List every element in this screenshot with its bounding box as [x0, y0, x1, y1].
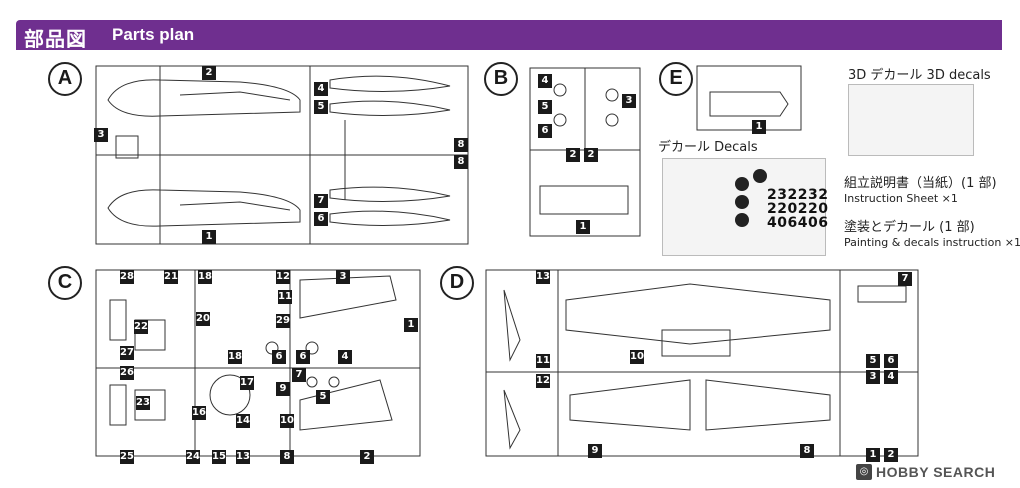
fuselage-top — [107, 79, 301, 117]
part-number: 3 — [866, 370, 880, 384]
part-number: 1 — [576, 220, 590, 234]
watermark-text: HOBBY SEARCH — [876, 464, 996, 480]
sprue-e-frame — [696, 65, 802, 131]
roundel-icon — [735, 195, 749, 209]
section-a-label: A — [48, 62, 82, 96]
decal-label: デカール Decals — [658, 140, 758, 155]
parts-plan-header: 部品図 Parts plan — [16, 20, 1002, 51]
part-number: 27 — [120, 346, 134, 360]
part-number: 18 — [228, 350, 242, 364]
part-number: 26 — [120, 366, 134, 380]
part-number: 2 — [584, 148, 598, 162]
part-number: 6 — [538, 124, 552, 138]
part-number: 4 — [538, 74, 552, 88]
part-number: 14 — [236, 414, 250, 428]
wing-upper — [565, 283, 831, 345]
part-number: 7 — [292, 368, 306, 382]
decal-sheet: 232232 220220 406406 — [662, 158, 829, 256]
title-en: Parts plan — [112, 25, 195, 44]
part-number: 20 — [196, 312, 210, 326]
part-number: 6 — [314, 212, 328, 226]
part-number: 1 — [866, 448, 880, 462]
part-number: 22 — [134, 320, 148, 334]
part-number: 5 — [316, 390, 330, 404]
part-number: 3 — [622, 94, 636, 108]
title-jp: 部品図 — [24, 27, 87, 51]
part-number: 25 — [120, 450, 134, 464]
part-number: 15 — [212, 450, 226, 464]
part-number: 7 — [898, 272, 912, 286]
part-number: 6 — [272, 350, 286, 364]
part-number: 29 — [276, 314, 290, 328]
part-number: 6 — [884, 354, 898, 368]
instruction-sheet-en: Instruction Sheet ×1 — [844, 192, 958, 205]
section-b-label: B — [484, 62, 518, 96]
part-number: 11 — [536, 354, 550, 368]
part-number: 7 — [314, 194, 328, 208]
sprue-d-frame — [485, 269, 919, 457]
header-underline — [16, 48, 1002, 50]
part-number: 10 — [280, 414, 294, 428]
part-number: 21 — [164, 270, 178, 284]
part-number: 12 — [276, 270, 290, 284]
roundel-icon — [753, 169, 767, 183]
part-number: 3 — [336, 270, 350, 284]
roundel-icon — [735, 177, 749, 191]
part-number: 9 — [276, 382, 290, 396]
decal3d-label: 3D デカール 3D decals — [848, 68, 991, 83]
hobby-search-logo-icon: ◎ — [856, 464, 872, 480]
part-number: 4 — [314, 82, 328, 96]
part-number: 11 — [278, 290, 292, 304]
part-number: 13 — [536, 270, 550, 284]
part-number: 8 — [454, 138, 468, 152]
part-number: 2 — [884, 448, 898, 462]
part-number: 1 — [202, 230, 216, 244]
part-number: 28 — [120, 270, 134, 284]
sprue-c-frame — [95, 269, 421, 457]
fuselage-bottom — [107, 189, 301, 227]
part-number: 2 — [360, 450, 374, 464]
painting-decals-jp: 塗装とデカール (1 部) — [844, 220, 975, 235]
part-number: 10 — [630, 350, 644, 364]
part-number: 8 — [280, 450, 294, 464]
decal-number-line: 232232 — [767, 187, 829, 203]
decal-number-line: 406406 — [767, 215, 829, 231]
part-number: 5 — [538, 100, 552, 114]
part-number: 16 — [192, 406, 206, 420]
decal-number-line: 220220 — [767, 201, 829, 217]
section-c-label: C — [48, 266, 82, 300]
part-number: 9 — [588, 444, 602, 458]
part-number: 1 — [752, 120, 766, 134]
part-number: 8 — [800, 444, 814, 458]
part-number: 6 — [296, 350, 310, 364]
part-number: 2 — [202, 66, 216, 80]
painting-decals-en: Painting & decals instruction ×1 — [844, 236, 1020, 249]
part-number: 4 — [884, 370, 898, 384]
part-number: 24 — [186, 450, 200, 464]
part-number: 3 — [94, 128, 108, 142]
part-number: 5 — [866, 354, 880, 368]
section-e-label: E — [659, 62, 693, 96]
instruction-sheet-jp: 組立説明書（当紙）(1 部) — [844, 176, 997, 191]
part-number: 5 — [314, 100, 328, 114]
part-number: 12 — [536, 374, 550, 388]
part-number: 23 — [136, 396, 150, 410]
part-number: 18 — [198, 270, 212, 284]
decal3d-sheet — [848, 84, 974, 156]
roundel-icon — [735, 213, 749, 227]
section-d-label: D — [440, 266, 474, 300]
part-number: 13 — [236, 450, 250, 464]
hobby-search-watermark: ◎ HOBBY SEARCH — [856, 462, 1016, 484]
part-number: 1 — [404, 318, 418, 332]
part-number: 4 — [338, 350, 352, 364]
part-number: 17 — [240, 376, 254, 390]
part-number: 2 — [566, 148, 580, 162]
part-number: 8 — [454, 155, 468, 169]
